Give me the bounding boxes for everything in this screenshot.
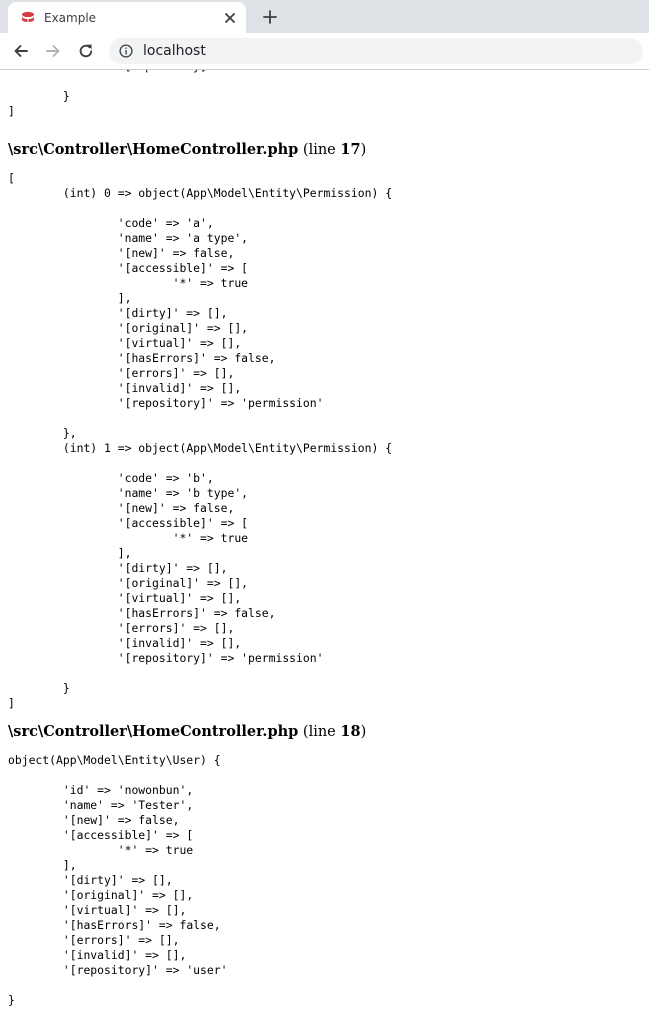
dump-line: '[errors]' => [],: [8, 933, 180, 947]
address-bar[interactable]: localhost: [109, 38, 643, 64]
dump-line: 'code' => 'a',: [8, 216, 214, 230]
close-tab-icon[interactable]: [223, 11, 237, 25]
dump-line: '[accessible]' => [: [8, 261, 249, 275]
dump-line: '[virtual]' => [],: [8, 336, 242, 350]
dump-line: '[original]' => [],: [8, 576, 249, 590]
dump-line: '*' => true: [8, 531, 249, 545]
dump-line: '[hasErrors]' => false,: [8, 351, 276, 365]
debug-dump-permissions: [ (int) 0 => object(App\Model\Entity\Per…: [0, 171, 649, 711]
dump-line: object(App\Model\Entity\User) {: [8, 753, 221, 767]
tab-title: Example: [44, 11, 97, 25]
cakephp-logo-icon: [22, 11, 34, 23]
debug-header-line-17: \src\Controller\HomeController.php (line…: [0, 141, 649, 158]
dump-line: 'name' => 'a type',: [8, 231, 249, 245]
dump-line: '[hasErrors]' => false,: [8, 606, 276, 620]
dump-line: 'code' => 'b',: [8, 471, 214, 485]
dump-line: '[virtual]' => [],: [8, 903, 187, 917]
dump-line: '*' => true: [8, 276, 249, 290]
debug-output: '[repository]' => 'info' } ] \src\Contro…: [0, 70, 649, 1008]
dump-line: '[repository]' => 'permission': [8, 396, 324, 410]
dump-line: ],: [8, 546, 132, 560]
line-suffix: ): [360, 724, 367, 740]
dump-line: '[invalid]' => [],: [8, 948, 187, 962]
line-prefix: (line: [302, 724, 341, 740]
dump-line: ]: [8, 696, 15, 710]
dump-line: '*' => true: [8, 843, 194, 857]
browser-tab[interactable]: Example: [8, 2, 246, 33]
dump-line: [: [8, 171, 15, 185]
dump-line: ]: [8, 104, 15, 118]
dump-line: '[errors]' => [],: [8, 366, 235, 380]
dump-line: }: [8, 681, 70, 695]
url-text: localhost: [143, 43, 206, 59]
dump-line: '[dirty]' => [],: [8, 873, 173, 887]
dump-line: '[repository]' => 'info': [8, 70, 283, 73]
dump-line: }: [8, 89, 70, 103]
debug-dump-partial: '[repository]' => 'info' } ]: [0, 70, 649, 119]
dump-line: '[invalid]' => [],: [8, 381, 242, 395]
dump-line: '[dirty]' => [],: [8, 561, 228, 575]
dump-line: }: [8, 993, 15, 1007]
dump-line: (int) 0 => object(App\Model\Entity\Permi…: [8, 186, 393, 200]
page-content: '[repository]' => 'info' } ] \src\Contro…: [0, 70, 649, 1031]
dump-line: },: [8, 426, 77, 440]
back-arrow-icon[interactable]: [12, 42, 30, 60]
dump-line: ],: [8, 858, 77, 872]
dump-line: '[new]' => false,: [8, 246, 235, 260]
dump-line: 'name' => 'Tester',: [8, 798, 194, 812]
dump-line: '[original]' => [],: [8, 321, 249, 335]
dump-line: 'id' => 'nowonbun',: [8, 783, 194, 797]
line-number: 18: [340, 723, 361, 740]
browser-toolbar: localhost: [0, 33, 649, 70]
dump-line: '[new]' => false,: [8, 501, 235, 515]
dump-line: '[new]' => false,: [8, 813, 180, 827]
dump-line: 'name' => 'b type',: [8, 486, 249, 500]
dump-line: '[hasErrors]' => false,: [8, 918, 221, 932]
dump-line: (int) 1 => object(App\Model\Entity\Permi…: [8, 441, 393, 455]
debug-header-line-18: \src\Controller\HomeController.php (line…: [0, 723, 649, 740]
tab-strip: Example: [0, 0, 649, 33]
line-prefix: (line: [302, 142, 341, 158]
line-suffix: ): [360, 142, 367, 158]
dump-line: '[repository]' => 'permission': [8, 651, 324, 665]
line-number: 17: [340, 141, 361, 158]
file-path: \src\Controller\HomeController.php: [8, 723, 299, 740]
forward-arrow-icon[interactable]: [44, 42, 62, 60]
dump-line: '[original]' => [],: [8, 888, 194, 902]
dump-line: '[repository]' => 'user': [8, 963, 228, 977]
dump-line: '[accessible]' => [: [8, 828, 194, 842]
file-path: \src\Controller\HomeController.php: [8, 141, 299, 158]
site-info-icon[interactable]: [119, 44, 133, 58]
dump-line: '[virtual]' => [],: [8, 591, 242, 605]
dump-line: '[accessible]' => [: [8, 516, 249, 530]
new-tab-icon[interactable]: [261, 8, 279, 26]
reload-icon[interactable]: [77, 42, 95, 60]
dump-line: '[invalid]' => [],: [8, 636, 242, 650]
dump-line: ],: [8, 291, 132, 305]
dump-line: '[dirty]' => [],: [8, 306, 228, 320]
dump-line: '[errors]' => [],: [8, 621, 235, 635]
debug-dump-user: object(App\Model\Entity\User) { 'id' => …: [0, 753, 649, 1008]
